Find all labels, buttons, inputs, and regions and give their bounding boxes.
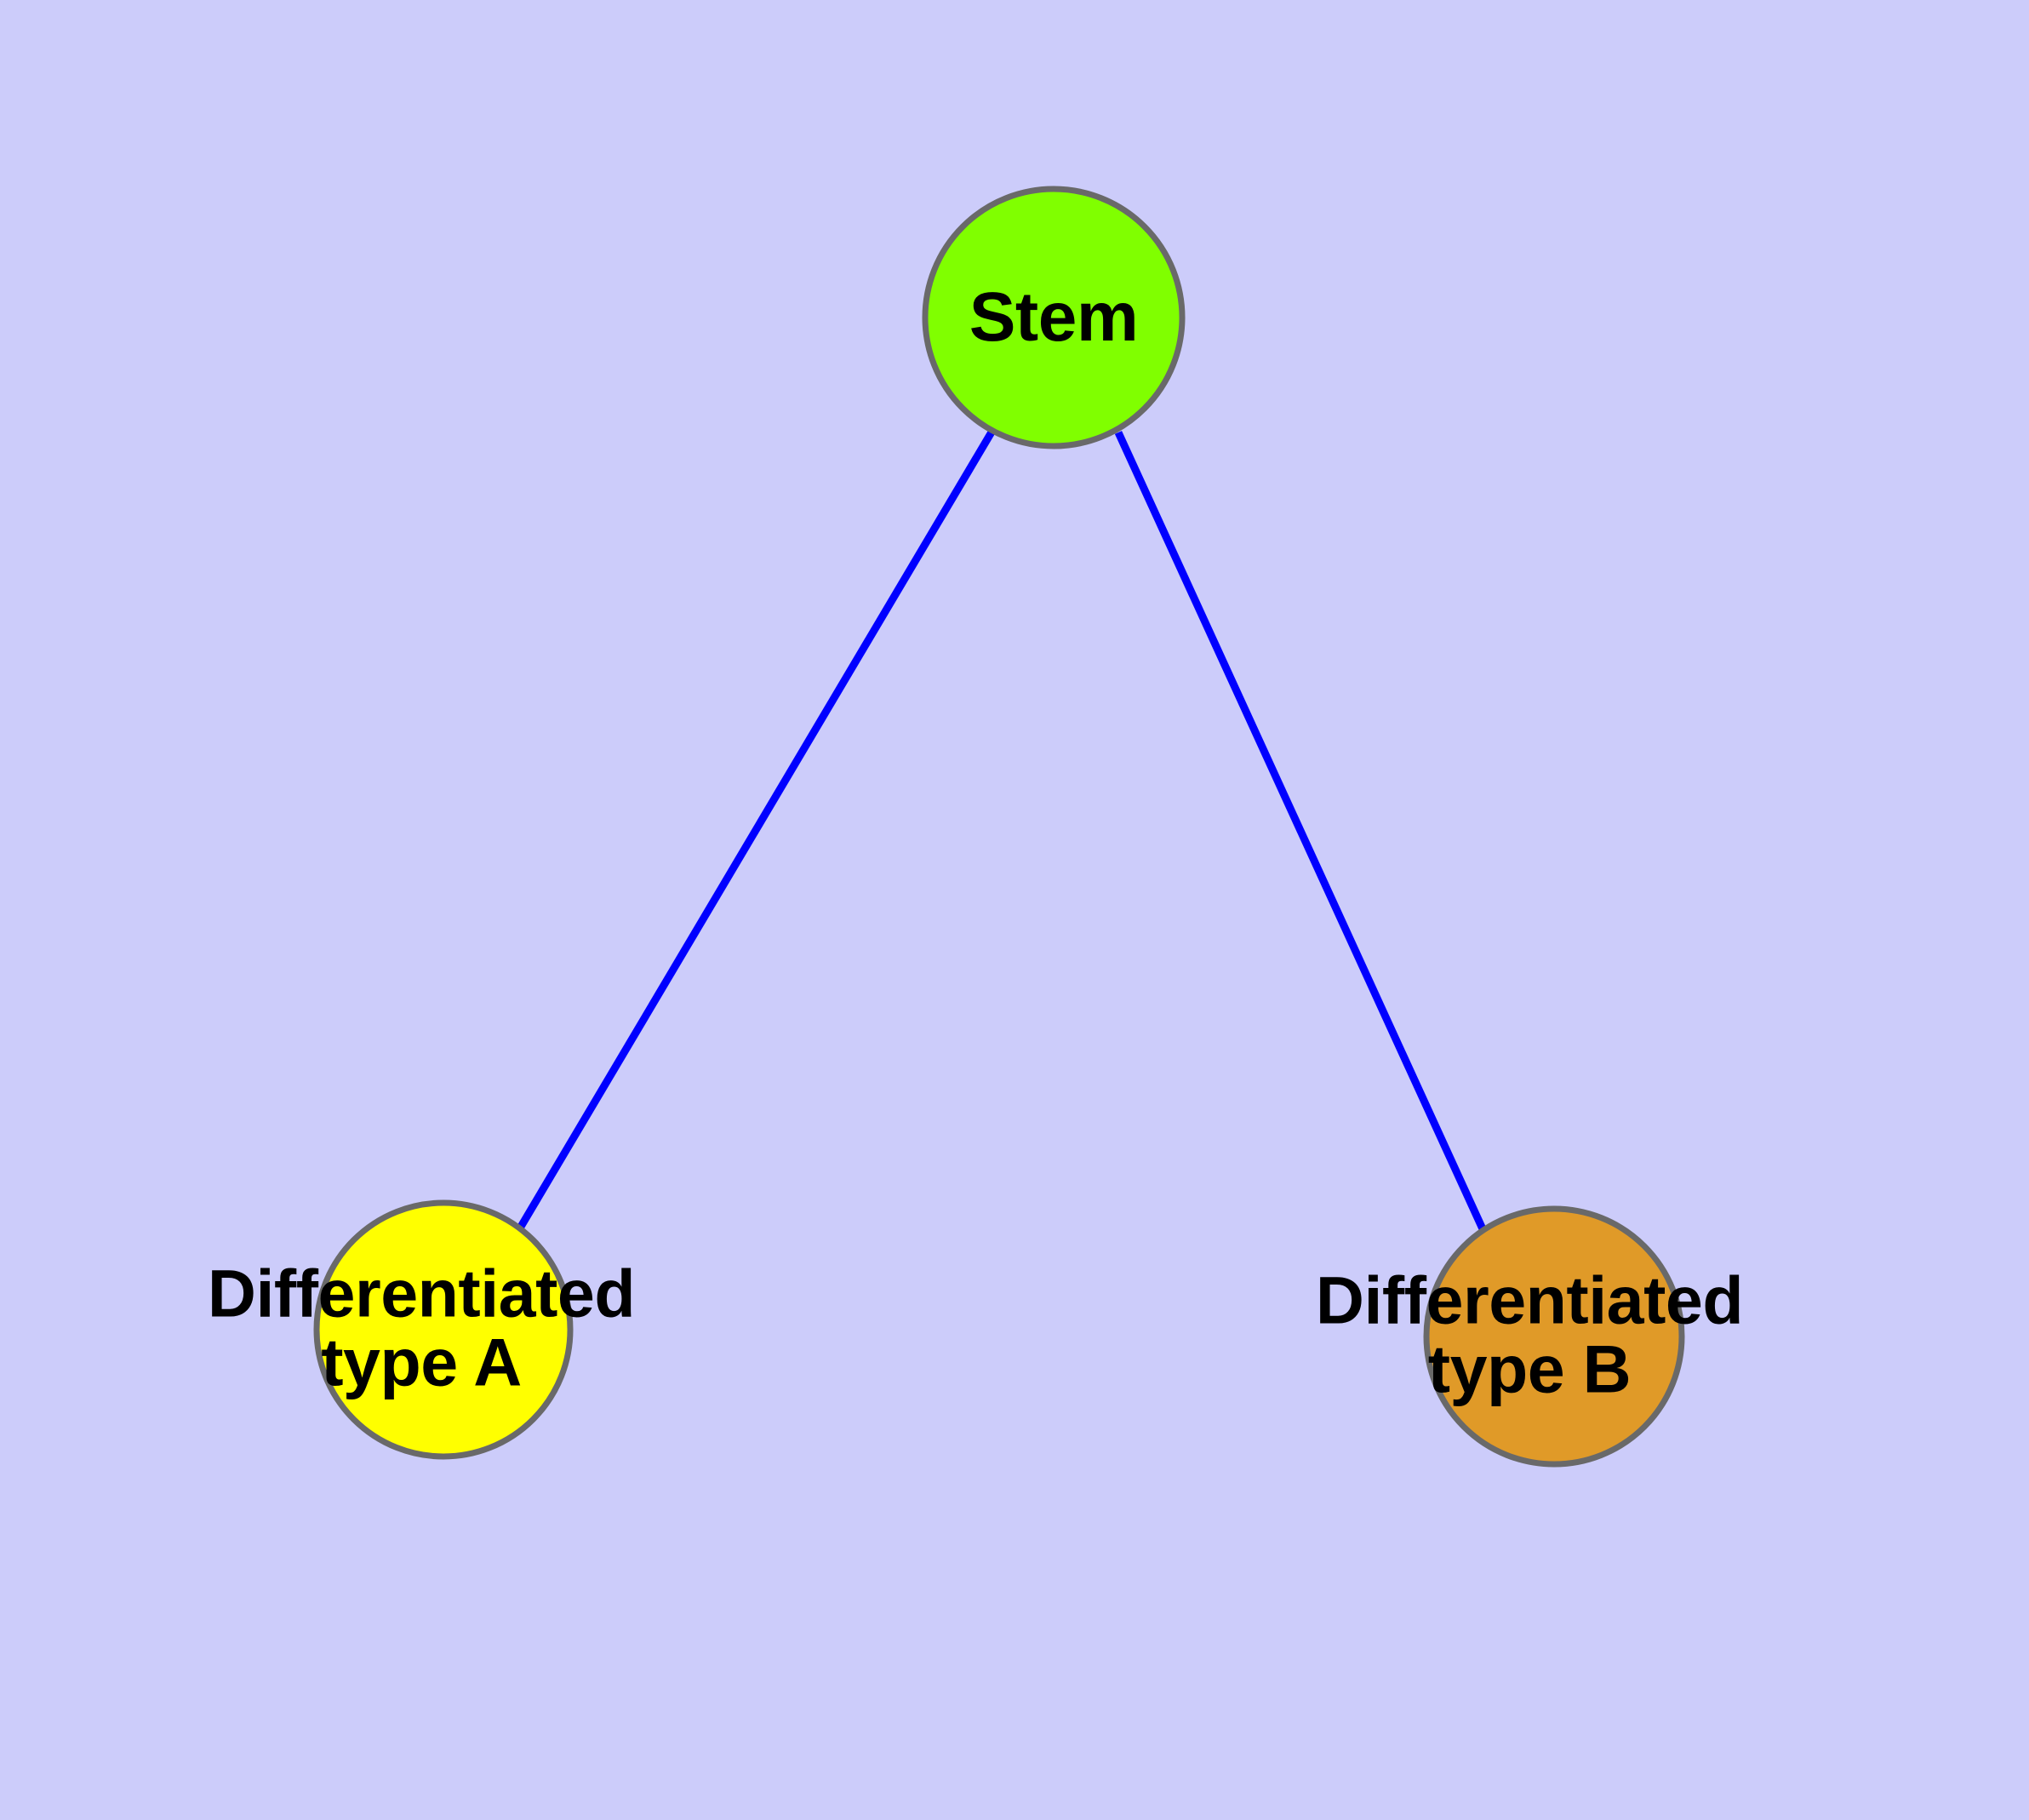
node-circle-differentiated-type-b[interactable] <box>1423 1205 1685 1468</box>
edge-stem-to-differentiated-type-b <box>1114 431 1489 1234</box>
edge-layer <box>517 428 1489 1234</box>
node-circle-stem[interactable] <box>922 186 1186 449</box>
node-circle-differentiated-type-a[interactable] <box>313 1199 574 1460</box>
edge-stem-to-differentiated-type-a <box>517 428 996 1229</box>
node-layer <box>313 186 1685 1468</box>
